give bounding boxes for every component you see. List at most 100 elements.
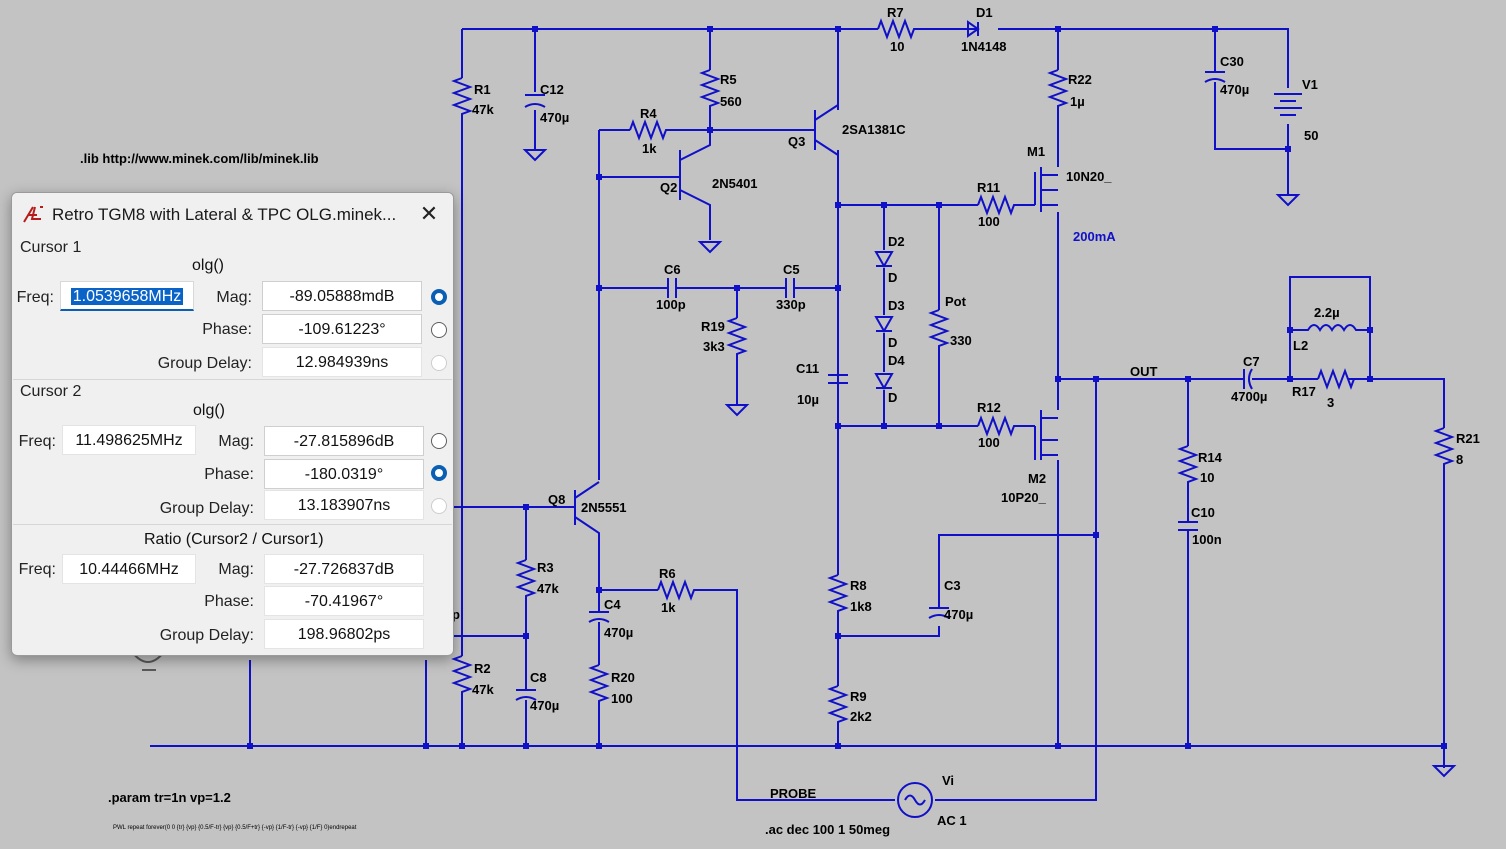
junctions [247, 26, 1447, 749]
m2-value: 10P20_ [1001, 490, 1047, 505]
ratio-heading: Ratio (Cursor2 / Cursor1) [144, 531, 324, 548]
param-directive: .param tr=1n vp=1.2 [108, 790, 231, 805]
ltspice-app-icon [23, 206, 43, 223]
r1-value: 47k [472, 102, 494, 117]
d2-ref: D2 [888, 234, 905, 249]
c6-ref: C6 [664, 262, 681, 277]
c6-value: 100p [656, 297, 686, 312]
cursor1-mag-radio[interactable] [431, 289, 447, 305]
ratio-freq-label: Freq: [18, 561, 56, 578]
cursor2-phase-field[interactable]: -180.0319° [264, 459, 424, 489]
cursor1-expression: olg() [192, 257, 225, 274]
cursor2-phase-label: Phase: [204, 466, 254, 483]
r3-value: 47k [537, 581, 559, 596]
cursor1-freq-label: Freq: [16, 289, 54, 306]
v1-value: 50 [1304, 128, 1318, 143]
d4-value: D [888, 390, 897, 405]
c3-value: 470µ [944, 607, 973, 622]
ratio-mag-label: Mag: [218, 561, 254, 578]
vi-ref: Vi [942, 773, 954, 788]
q2-ref: Q2 [660, 180, 677, 195]
capacitors [515, 71, 1253, 701]
c12-ref: C12 [540, 82, 564, 97]
q2-value: 2N5401 [712, 176, 758, 191]
c8-value: 470µ [530, 698, 559, 713]
ratio-gd-field[interactable]: 198.96802ps [264, 619, 424, 649]
cursor1-phase-label: Phase: [202, 321, 252, 338]
m1-ref: M1 [1027, 144, 1045, 159]
r2-value: 47k [472, 682, 494, 697]
annotations: OUT PROBE 200mA .lib http://www.minek.co… [80, 151, 1158, 837]
r14-ref: R14 [1198, 450, 1223, 465]
cursor1-heading: Cursor 1 [20, 239, 82, 256]
r17-ref: R17 [1292, 384, 1316, 399]
r7-value: 10 [890, 39, 904, 54]
m2-ref: M2 [1028, 471, 1046, 486]
r17-value: 3 [1327, 395, 1334, 410]
r8-value: 1k8 [850, 599, 872, 614]
ratio-gd-label: Group Delay: [159, 627, 254, 644]
c4-ref: C4 [604, 597, 621, 612]
cursor2-gd-radio[interactable] [431, 498, 447, 514]
d3-ref: D3 [888, 298, 905, 313]
ratio-phase-field[interactable]: -70.41967° [264, 586, 424, 616]
cursor1-phase-field[interactable]: -109.61223° [262, 314, 422, 344]
cursor2-freq-field[interactable]: 11.498625MHz [62, 425, 196, 455]
c11-ref: C11 [796, 361, 819, 376]
r11-ref: R11 [977, 180, 1000, 195]
cursor2-mag-radio[interactable] [431, 433, 447, 449]
r19-ref: R19 [701, 319, 725, 334]
dialog-title-bar[interactable]: Retro TGM8 with Lateral & TPC OLG.minek.… [12, 193, 453, 235]
r8-ref: R8 [850, 578, 867, 593]
cursor1-freq-field[interactable]: 1.0539658MHz [60, 281, 194, 311]
wires [150, 28, 1445, 801]
symbols [522, 93, 1457, 818]
pot-value: 330 [950, 333, 972, 348]
ratio-mag-field[interactable]: -27.726837dB [264, 554, 424, 584]
c30-value: 470µ [1220, 82, 1249, 97]
r4-ref: R4 [640, 106, 657, 121]
r9-ref: R9 [850, 689, 867, 704]
component-labels: R1 47k C12 470µ R5 560 R4 1k Q2 2N5401 Q… [472, 5, 1480, 828]
r1-ref: R1 [474, 82, 491, 97]
cursor1-gd-field[interactable]: 12.984939ns [262, 347, 422, 377]
resistors [451, 18, 1455, 726]
r20-value: 100 [611, 691, 633, 706]
pot-ref: Pot [945, 294, 967, 309]
r22-value: 1µ [1070, 94, 1085, 109]
ratio-freq-field[interactable]: 10.44466MHz [62, 554, 196, 584]
cursor2-freq-label: Freq: [18, 433, 56, 450]
r12-ref: R12 [977, 400, 1001, 415]
lib-directive: .lib http://www.minek.com/lib/minek.lib [80, 151, 319, 166]
cursor2-mag-field[interactable]: -27.815896dB [264, 426, 424, 456]
c5-value: 330p [776, 297, 806, 312]
cursor2-heading: Cursor 2 [20, 383, 82, 400]
cursor2-gd-field[interactable]: 13.183907ns [264, 490, 424, 520]
cursor2-gd-label: Group Delay: [159, 500, 254, 517]
r21-ref: R21 [1456, 431, 1480, 446]
d1-value: 1N4148 [961, 39, 1007, 54]
q8-ref: Q8 [548, 492, 565, 507]
dialog-title: Retro TGM8 with Lateral & TPC OLG.minek.… [52, 205, 397, 224]
r22-ref: R22 [1068, 72, 1092, 87]
c11-value: 10µ [797, 392, 819, 407]
r9-value: 2k2 [850, 709, 872, 724]
q8-value: 2N5551 [581, 500, 627, 515]
c30-ref: C30 [1220, 54, 1244, 69]
cursor1-gd-radio[interactable] [431, 355, 447, 371]
c8-ref: C8 [530, 670, 547, 685]
c10-value: 100n [1192, 532, 1222, 547]
l2-ref: L2 [1293, 338, 1308, 353]
cursor2-phase-radio[interactable] [431, 465, 447, 481]
cursor1-gd-label: Group Delay: [157, 355, 252, 372]
cursor1-mag-field[interactable]: -89.05888mdB [262, 281, 422, 311]
cursor1-phase-radio[interactable] [431, 322, 447, 338]
separator [13, 379, 452, 380]
cursor-dialog: Retro TGM8 with Lateral & TPC OLG.minek.… [11, 192, 454, 656]
d1-ref: D1 [976, 5, 993, 20]
close-icon[interactable]: ✕ [419, 201, 439, 226]
r6-value: 1k [661, 600, 676, 615]
r2-ref: R2 [474, 661, 491, 676]
d2-value: D [888, 270, 897, 285]
